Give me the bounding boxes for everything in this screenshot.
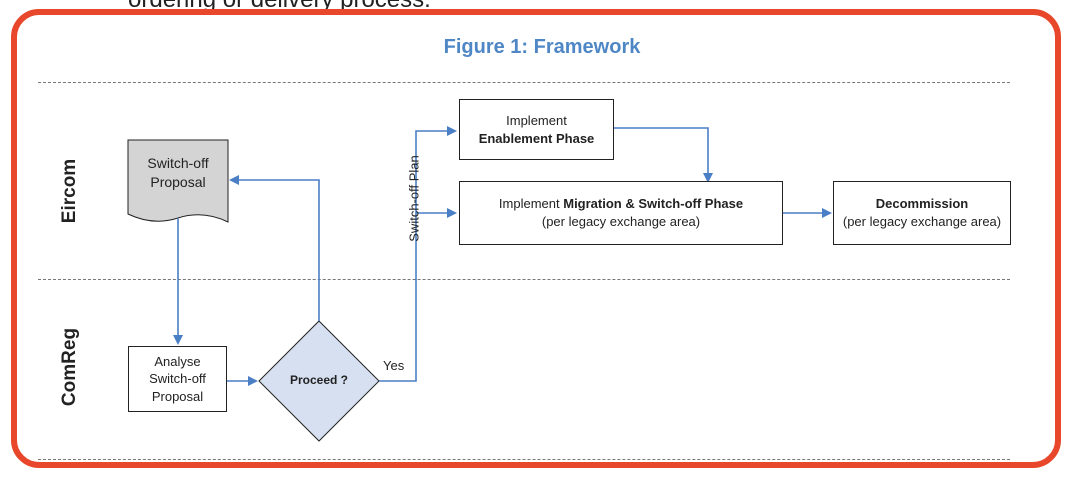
node-switch-off-proposal: Switch-off Proposal	[128, 140, 228, 206]
yes-label: Yes	[383, 358, 405, 373]
node-migration-bold: Migration & Switch-off Phase	[563, 196, 744, 212]
figure-title: Figure 1: Framework	[443, 36, 641, 58]
switch-off-plan-label: Switch-off Plan	[406, 155, 422, 242]
divider-middle	[38, 279, 1010, 280]
proceed-diamond-shape	[258, 320, 380, 442]
node-analyse-proposal: Analyse Switch-off Proposal	[128, 346, 227, 412]
node-migration-sub: (per legacy exchange area)	[541, 214, 701, 229]
arrow-proceed-to-proposal	[229, 175, 320, 321]
arrow-enablement-to-migration	[614, 127, 713, 183]
node-decommission: Decommission (per legacy exchange area)	[833, 181, 1011, 245]
node-decommission-title: Decommission	[875, 196, 969, 212]
node-migration-prefix: Implement	[498, 196, 564, 212]
arrow-yes-line	[379, 126, 457, 382]
node-proposal-label: Switch-off Proposal	[147, 155, 209, 190]
node-enablement-line2: Enablement Phase	[478, 130, 595, 146]
node-analyse-label: Analyse Switch-off Proposal	[149, 353, 206, 404]
node-migration-phase: Implement Migration & Switch-off Phase (…	[459, 181, 783, 245]
node-decommission-sub: (per legacy exchange area)	[842, 214, 1002, 229]
node-enablement-phase: Implement Enablement Phase	[459, 99, 614, 160]
diagram-frame	[11, 9, 1061, 468]
divider-top	[38, 82, 1010, 83]
node-proceed-label: Proceed ?	[289, 373, 349, 387]
node-enablement-line1: Implement	[506, 112, 567, 128]
divider-bottom	[38, 459, 1010, 460]
proposal-document-shape	[127, 139, 229, 223]
